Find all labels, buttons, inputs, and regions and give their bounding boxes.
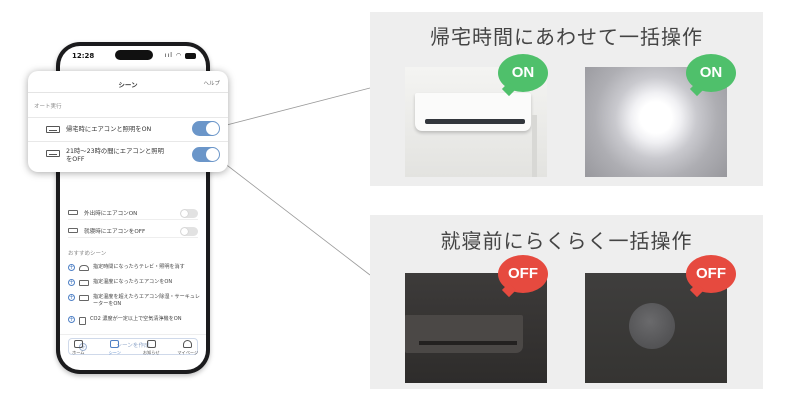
add-icon[interactable]: + [68, 294, 75, 301]
add-icon[interactable]: + [68, 264, 75, 271]
battery-icon [185, 52, 196, 59]
aircon-icon [79, 294, 89, 301]
toggle-highlight-ring [205, 121, 220, 136]
aircon-icon [68, 228, 78, 233]
ceiling-light-fixture [629, 303, 675, 349]
panel-title: 帰宅時間にあわせて一括操作 [430, 25, 703, 49]
recommend-label: 指定温度を超えたらエアコン除湿・サーキュレーターをON [93, 294, 200, 307]
scene-row-label: 就寝時にエアコンをOFF [84, 228, 146, 235]
auto-section-title: オート実行 [34, 104, 62, 110]
tab-label: お知らせ [142, 350, 160, 355]
recommend-row[interactable]: + CO2 濃度が一定以上で空気清浄機をON [68, 316, 200, 325]
recommend-row[interactable]: + 指定温度になったらエアコンをON [68, 279, 200, 286]
recommend-label: 指定時間になったらテレビ・照明を消す [93, 264, 185, 270]
aircon-vent [425, 119, 525, 124]
badge-label: OFF [508, 265, 538, 282]
create-scene-button[interactable]: + シーンを作成 [68, 338, 198, 355]
badge-label: OFF [696, 265, 726, 282]
recommend-label: 指定温度になったらエアコンをON [93, 279, 173, 285]
add-icon[interactable]: + [68, 279, 75, 286]
status-bar: 12:28 ııl ◠ [60, 46, 206, 64]
tab-label: マイページ [177, 350, 199, 355]
scene-toggle[interactable] [180, 227, 198, 236]
dynamic-island [115, 50, 153, 60]
panel-title: 就寝前にらくらく一括操作 [440, 229, 693, 253]
page-title: シーン [118, 81, 138, 89]
mail-icon [146, 340, 156, 348]
scene-row-home[interactable]: 帰宅時にエアコンと照明をON [28, 117, 228, 141]
panel-before-sleep: 就寝前にらくらく一括操作 OFF OFF [370, 215, 763, 389]
scene-row-label: 21時～23時の間にエアコンと照明 をOFF [66, 148, 164, 164]
aircon-pipe [532, 115, 537, 177]
tab-mypage[interactable]: マイページ [170, 335, 207, 366]
tab-notice[interactable]: お知らせ [133, 335, 170, 366]
photo-aircon-off [405, 273, 547, 383]
signal-icon: ııl ◠ [165, 52, 196, 59]
popup-header: シーン ヘルプ [28, 71, 228, 93]
aircon-icon [46, 126, 60, 133]
tab-home[interactable]: ホーム [60, 335, 97, 366]
scene-row-label-line1: 21時～23時の間にエアコンと照明 [66, 148, 164, 155]
status-time: 12:28 [72, 52, 95, 60]
callout-line-bottom [214, 155, 371, 276]
signal-text: ııl ◠ [164, 52, 183, 59]
aircon-icon [46, 150, 60, 157]
recommend-section-title: おすすめシーン [68, 251, 107, 257]
scene-row-sleep[interactable]: 就寝時にエアコンをOFF [68, 224, 198, 238]
bell-icon [79, 264, 89, 271]
scene-icon [110, 340, 120, 348]
air-purifier-icon [79, 316, 86, 325]
aircon-vent [419, 341, 517, 345]
tab-label: シーン [108, 350, 121, 355]
recommend-label: CO2 濃度が一定以上で空気清浄機をON [90, 316, 182, 322]
aircon-icon [68, 210, 78, 215]
aircon-unit [405, 315, 523, 353]
scene-row-label-line2: をOFF [66, 156, 85, 163]
scene-row-night[interactable]: 21時～23時の間にエアコンと照明 をOFF [28, 141, 228, 172]
scene-row-away[interactable]: 外出時にエアコンON [68, 206, 198, 220]
callout-line-top [214, 87, 371, 129]
scene-toggle[interactable] [180, 209, 198, 218]
recommend-row[interactable]: + 指定時間になったらテレビ・照明を消す [68, 264, 200, 271]
on-badge: ON [686, 54, 736, 92]
aircon-unit [415, 93, 531, 131]
add-icon[interactable]: + [68, 316, 75, 323]
aircon-icon [79, 279, 89, 286]
badge-label: ON [511, 64, 535, 81]
home-icon [73, 340, 83, 348]
recommend-row[interactable]: + 指定温度を超えたらエアコン除湿・サーキュレーターをON [68, 294, 200, 307]
scene-row-label: 外出時にエアコンON [84, 210, 138, 217]
panel-home-arrival: 帰宅時間にあわせて一括操作 ON ON [370, 12, 763, 186]
toggle-highlight-ring [205, 147, 220, 162]
tab-scene[interactable]: シーン [97, 335, 134, 366]
tab-label: ホーム [72, 350, 85, 355]
tab-bar: ホーム シーン お知らせ マイページ [60, 334, 206, 366]
person-icon [183, 340, 193, 348]
badge-label: ON [699, 64, 723, 81]
create-scene-label: シーンを作成 [116, 343, 150, 349]
scene-row-label: 帰宅時にエアコンと照明をON [66, 126, 152, 133]
help-link[interactable]: ヘルプ [203, 81, 220, 87]
